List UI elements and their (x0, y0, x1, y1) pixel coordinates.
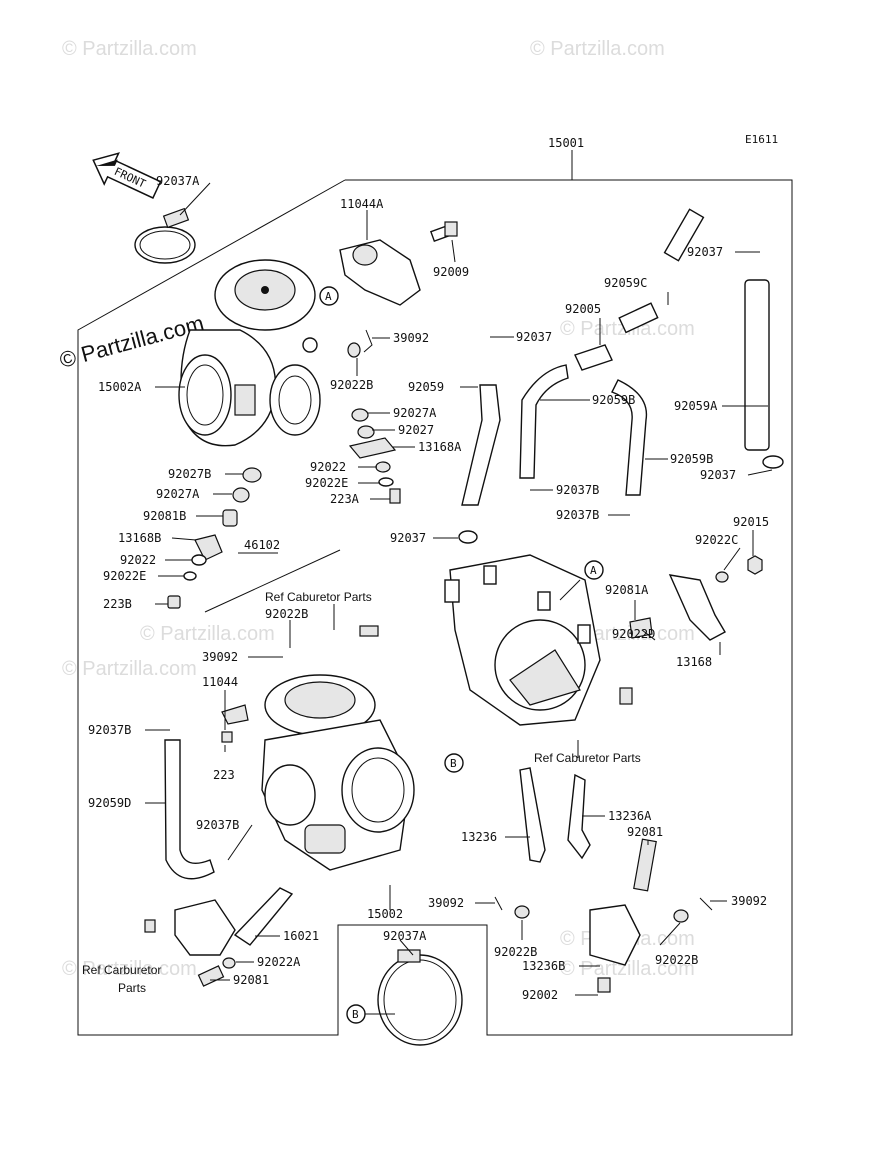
part-label: 92022 (120, 553, 156, 567)
part-label: 92022B (330, 378, 373, 392)
carburetor-15002 (221, 674, 415, 871)
part-label: 13168A (418, 440, 462, 454)
part-label: 11044 (202, 675, 238, 689)
part-label: 92027A (393, 406, 437, 420)
part-label: 92081A (605, 583, 649, 597)
part-label: 13236A (608, 809, 652, 823)
watermark: © Partzilla.com (62, 38, 197, 60)
hose-92059D (164, 739, 215, 880)
carburetor-15002A (134, 207, 321, 447)
part-label: 92022D (612, 627, 655, 641)
part-label: 92022 (310, 460, 346, 474)
svg-text:B: B (352, 1008, 359, 1021)
throttle-lever-group (494, 767, 713, 993)
part-label: 92037B (556, 483, 599, 497)
ref-label: Ref Carburetor (82, 963, 161, 977)
watermark: © Partzilla.com (560, 958, 695, 980)
diagram-code: E1611 (745, 133, 778, 146)
part-label: 223 (213, 768, 235, 782)
part-label: 39092 (393, 331, 429, 345)
part-label: 92022B (494, 945, 537, 959)
part-label: 92059B (592, 393, 635, 407)
throttle-cable-rod (204, 549, 341, 613)
part-label: 92037A (383, 929, 427, 943)
washer (347, 342, 361, 358)
part-label: 13236 (461, 830, 497, 844)
part-label: 13168 (676, 655, 712, 669)
part-label: 92081 (233, 973, 269, 987)
part-label-15001: 15001 (548, 136, 584, 150)
svg-text:B: B (450, 757, 457, 770)
part-label: 13168B (118, 531, 161, 545)
part-label: 92037 (687, 245, 723, 259)
leader-lines (145, 182, 773, 1015)
front-arrow-icon: FRONT (92, 152, 162, 199)
hose-set (461, 208, 770, 506)
svg-text:A: A (325, 290, 332, 303)
assembly-border (77, 179, 793, 1036)
part-label: 92037 (390, 531, 426, 545)
part-label: 15002 (367, 907, 403, 921)
part-label: 92059B (670, 452, 713, 466)
callout-a-lower: A (584, 560, 604, 580)
part-label: 92059 (408, 380, 444, 394)
part-label: 92022B (265, 607, 308, 621)
part-label: 16021 (283, 929, 319, 943)
part-label: 92027B (168, 467, 211, 481)
part-label: 92009 (433, 265, 469, 279)
part-label: 92037B (556, 508, 599, 522)
part-label: 92022E (103, 569, 146, 583)
part-label: 92037A (156, 174, 200, 188)
part-labels: 92037A 11044A 92009 92037 92059C 92005 3… (82, 174, 769, 1002)
part-label: 92059D (88, 796, 131, 810)
svg-text:A: A (590, 564, 597, 577)
part-label: 46102 (244, 538, 280, 552)
ref-label: Ref Caburetor Parts (534, 751, 641, 765)
hose-clamp-92037A (377, 954, 463, 1046)
part-label: 92005 (565, 302, 601, 316)
part-label: 92022C (695, 533, 738, 547)
callout-a-upper: A (319, 286, 339, 306)
watermark: © Partzilla.com (530, 38, 665, 60)
part-label: 11044A (340, 197, 384, 211)
part-label: 92037B (88, 723, 131, 737)
part-label: 39092 (428, 896, 464, 910)
part-label: 92002 (522, 988, 558, 1002)
part-label: 92037B (196, 818, 239, 832)
part-label: 92059C (604, 276, 647, 290)
ref-label: Ref Caburetor Parts (265, 590, 372, 604)
throttle-sensor-group (144, 887, 294, 987)
part-label: 92081 (627, 825, 663, 839)
part-label: 223B (103, 597, 132, 611)
part-label: 39092 (202, 650, 238, 664)
part-label: 92059A (674, 399, 718, 413)
part-label: 13236B (522, 959, 565, 973)
callout-b-upper: B (444, 753, 464, 773)
part-label: 92015 (733, 515, 769, 529)
part-label: 92027 (398, 423, 434, 437)
part-label: 39092 (731, 894, 767, 908)
part-label: 92022E (305, 476, 348, 490)
watermark: © Partzilla.com (140, 623, 275, 645)
part-label: 92081B (143, 509, 186, 523)
part-label: 92022A (257, 955, 301, 969)
part-label: 92037 (700, 468, 736, 482)
callout-b-lower: B (346, 1004, 366, 1024)
part-label: 15002A (98, 380, 142, 394)
part-label: 92027A (156, 487, 200, 501)
pin (363, 329, 373, 353)
hose-clamp-ring (134, 226, 196, 264)
part-label: 92022B (655, 953, 698, 967)
bracket-11044A (339, 221, 458, 306)
part-label: 92037 (516, 330, 552, 344)
ref-label: Parts (118, 981, 146, 995)
part-label: 223A (330, 492, 360, 506)
watermark: © Partzilla.com (62, 958, 197, 980)
watermark: © Partzilla.com (62, 658, 197, 680)
